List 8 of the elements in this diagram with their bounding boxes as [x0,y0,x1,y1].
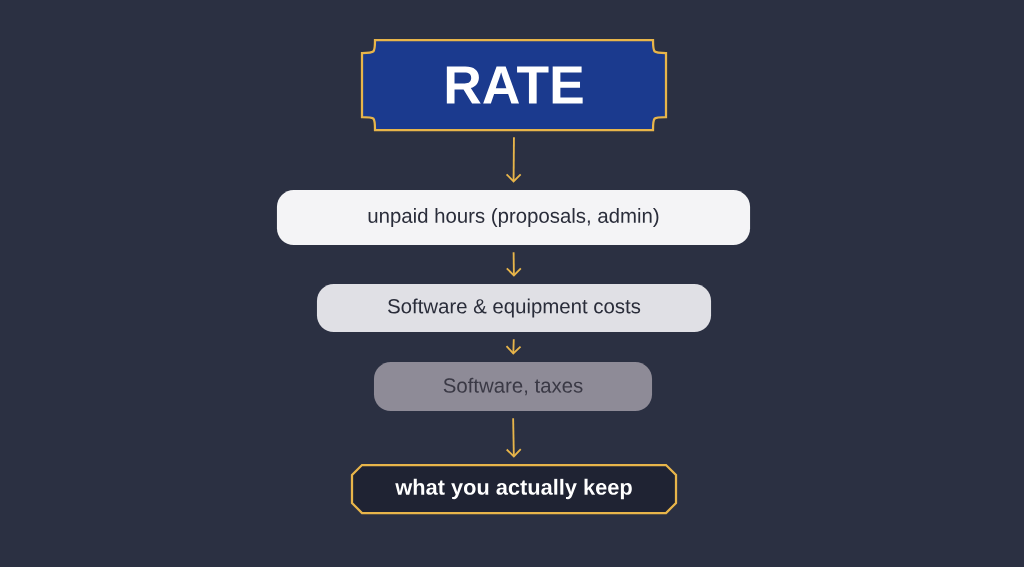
arrow [505,251,522,277]
title-banner: RATE [360,38,668,132]
process-box: unpaid hours (proposals, admin) [276,190,751,245]
arrow [505,136,522,183]
result-box: what you actually keep [350,463,678,515]
process-box: Software & equipment costs [316,284,712,332]
arrow [505,417,522,458]
process-box: Software, taxes [373,362,653,411]
